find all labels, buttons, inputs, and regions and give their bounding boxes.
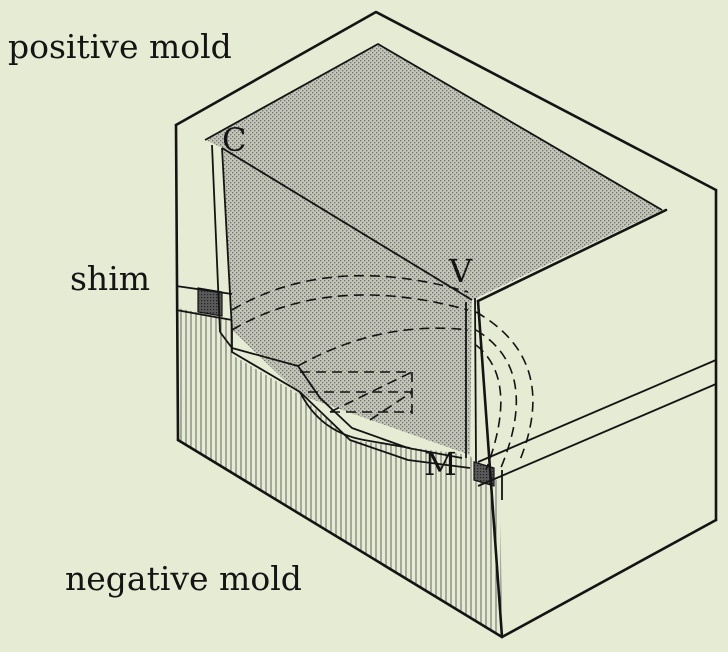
- cavity-top-surface: [205, 44, 662, 455]
- hidden-contours: [231, 274, 534, 471]
- shim-lines: [175, 285, 717, 500]
- channel-v-label: V: [449, 252, 473, 290]
- cavity-outline: [204, 43, 663, 469]
- positive-mold-front-face: [176, 125, 224, 290]
- positive-mold-label: positive mold: [8, 27, 232, 66]
- point-m-label: M: [424, 445, 457, 483]
- channel-c-label: C: [222, 121, 247, 159]
- negative-mold-label: negative mold: [65, 559, 302, 598]
- block-outline: [174, 10, 718, 639]
- shim-label: shim: [70, 259, 151, 298]
- negative-mold-front-face: [178, 308, 502, 637]
- block-right-face: [478, 210, 672, 637]
